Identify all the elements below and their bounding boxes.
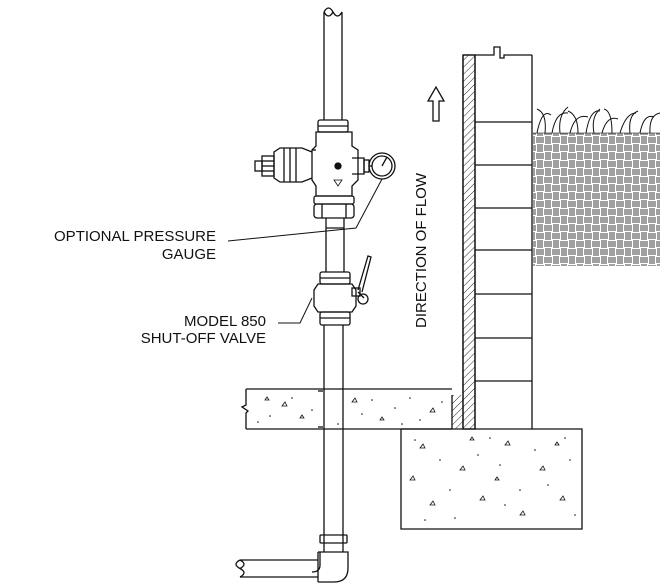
pressure-reducing-valve: [254, 131, 370, 219]
valve-leader-line: [278, 297, 313, 324]
valve-label-line2: SHUT-OFF VALVE: [140, 330, 266, 347]
valve-label-line1: MODEL 850: [184, 313, 266, 330]
soil-grade: [533, 106, 661, 266]
gauge-leader-line: [227, 178, 383, 242]
foundation-footing: [400, 428, 583, 530]
gauge-label-line2: GAUGE: [161, 246, 216, 263]
supply-pipe: [235, 7, 349, 583]
pressure-gauge-icon: [368, 152, 396, 180]
flow-arrow-icon: [426, 85, 446, 122]
foundation-wall: [451, 46, 533, 430]
gauge-label-line1: OPTIONAL PRESSURE: [54, 228, 216, 245]
shut-off-valve: [313, 255, 372, 326]
flow-direction-label: DIRECTION OF FLOW: [413, 173, 430, 328]
concrete-slab: [240, 388, 452, 430]
